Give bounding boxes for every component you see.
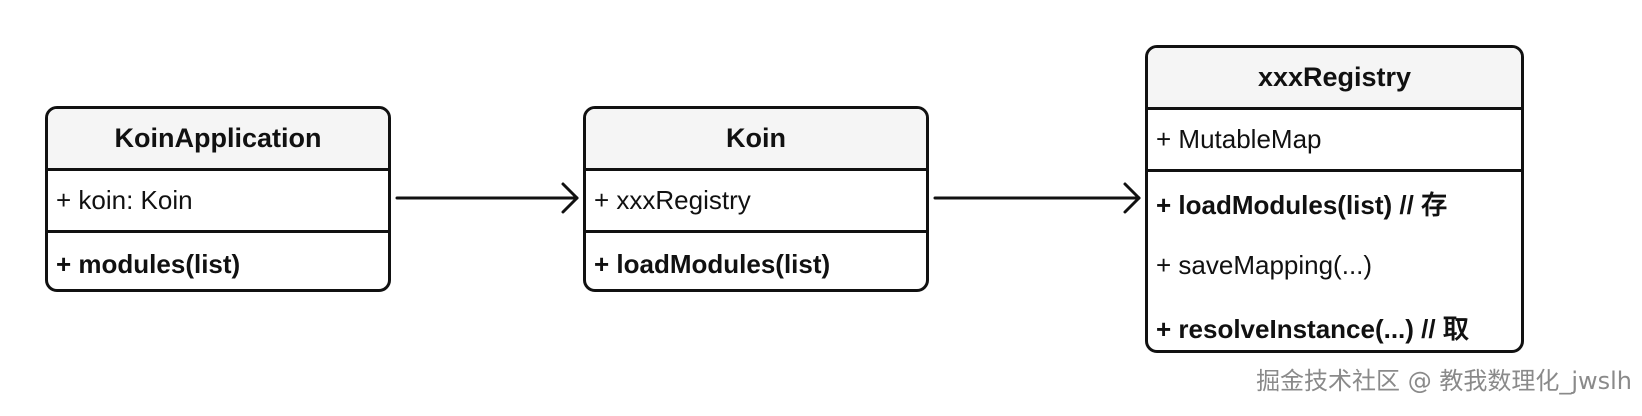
- attribute-mutable-map: + MutableMap: [1148, 110, 1521, 172]
- attribute-xxx-registry: + xxxRegistry: [586, 171, 926, 233]
- class-box-koin-application: KoinApplication + koin: Koin + modules(l…: [45, 106, 391, 292]
- watermark-text: 掘金技术社区 @ 教我数理化_jwslh: [1256, 367, 1632, 395]
- method-modules: + modules(list): [56, 248, 241, 279]
- class-name-koin: Koin: [586, 109, 926, 171]
- method-save-mapping: + saveMapping(...): [1156, 249, 1373, 280]
- class-box-xxx-registry: xxxRegistry + MutableMap + loadModules(l…: [1145, 45, 1524, 353]
- attribute-koin: + koin: Koin: [48, 171, 388, 233]
- class-name-xxx-registry: xxxRegistry: [1148, 48, 1521, 110]
- class-name-koin-application: KoinApplication: [48, 109, 388, 171]
- method-resolve-instance: + resolveInstance(...) // 取: [1156, 313, 1469, 344]
- method-load-modules: + loadModules(list): [594, 248, 831, 279]
- method-registry-load-modules: + loadModules(list) // 存: [1156, 189, 1448, 220]
- arrow-koinapplication-to-koin: [395, 182, 579, 214]
- arrow-koin-to-xxxregistry: [933, 182, 1141, 214]
- class-box-koin: Koin + xxxRegistry + loadModules(list): [583, 106, 929, 292]
